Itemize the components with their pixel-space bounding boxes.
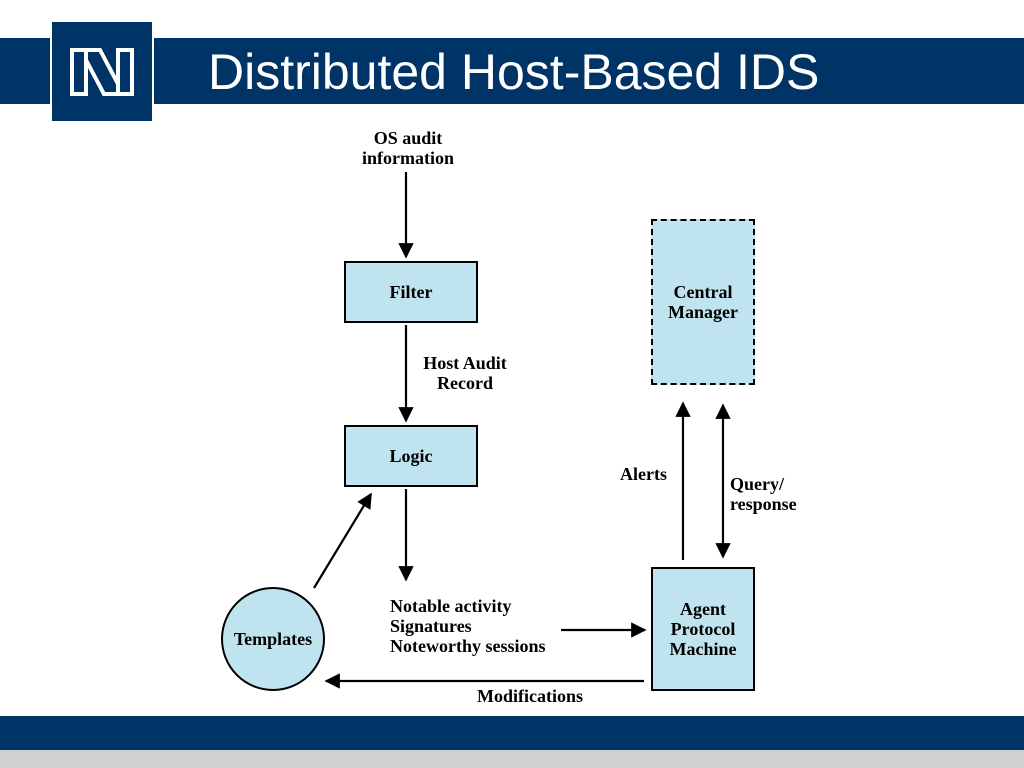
query-response-label: Query/ response [730, 474, 797, 514]
header-band [0, 38, 1024, 104]
notable-activity-label: Notable activity Signatures Noteworthy s… [390, 596, 546, 656]
slide-title: Distributed Host-Based IDS [208, 44, 820, 100]
modifications-label: Modifications [477, 686, 583, 706]
alerts-label: Alerts [620, 464, 667, 484]
footer-band [0, 716, 1024, 750]
filter-box: Filter [344, 261, 478, 323]
logic-box: Logic [344, 425, 478, 487]
os-audit-label: OS audit information [362, 128, 454, 168]
templates-circle: Templates [221, 587, 325, 691]
agent-protocol-machine-box: Agent Protocol Machine [651, 567, 755, 691]
n-logo-icon [70, 48, 134, 96]
footer-gray-strip [0, 750, 1024, 768]
host-audit-record-label: Host Audit Record [423, 353, 507, 393]
arrow-templates-to-logic [313, 492, 372, 589]
central-manager-box: Central Manager [651, 219, 755, 385]
university-logo [50, 20, 154, 123]
